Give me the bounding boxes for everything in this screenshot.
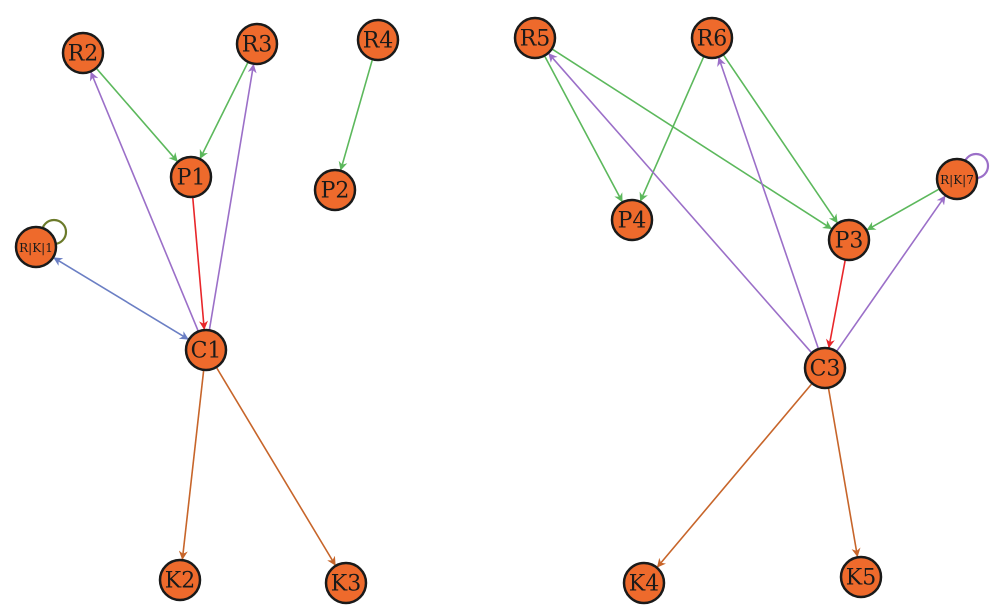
node-circle — [935, 157, 979, 201]
node-circle — [313, 168, 357, 212]
edge-c3-to-r5 — [548, 53, 812, 353]
node-r2: R2 — [61, 31, 105, 75]
edge-c1-to-r2 — [89, 71, 199, 331]
node-label: R5 — [520, 27, 551, 52]
node-circle — [184, 328, 228, 372]
edge-p1-to-c1 — [192, 197, 208, 330]
node-r6: R6 — [690, 16, 734, 60]
node-label: C1 — [191, 339, 222, 364]
node-circle — [803, 346, 847, 390]
edge-c3-to-riki7 — [836, 195, 946, 352]
edges-layer — [53, 48, 946, 568]
node-circle — [356, 18, 400, 62]
node-circle — [513, 16, 557, 60]
node-label: K5 — [846, 566, 876, 591]
node-label: C3 — [810, 357, 841, 382]
edge-c1-to-k2 — [178, 370, 205, 560]
edge-c3-to-k5 — [827, 388, 861, 558]
node-circle — [158, 558, 202, 602]
node-label: R6 — [697, 27, 728, 52]
node-label: P2 — [321, 179, 350, 204]
node-riki7: R|K|7 — [935, 157, 979, 201]
edge-c3-to-r6 — [717, 57, 819, 349]
node-circle — [14, 225, 58, 269]
node-c3: C3 — [803, 346, 847, 390]
node-p3: P3 — [827, 218, 871, 262]
node-circle — [827, 218, 871, 262]
edge-c3-to-k4 — [656, 383, 813, 568]
edge-c1-to-r3 — [208, 63, 257, 330]
node-r3: R3 — [235, 22, 279, 66]
node-label: P1 — [177, 166, 206, 191]
edge-p3-to-c3 — [825, 260, 846, 349]
node-k5: K5 — [839, 555, 883, 599]
node-circle — [61, 31, 105, 75]
node-circle — [622, 561, 666, 605]
node-k4: K4 — [622, 561, 666, 605]
node-riki1: R|K|1 — [14, 225, 58, 269]
edge-riki7-to-p3 — [866, 188, 940, 231]
edge-r3-to-p1 — [199, 62, 249, 160]
node-circle — [690, 16, 734, 60]
node-label: R|K|7 — [940, 173, 974, 187]
edge-r6-to-p4 — [639, 56, 705, 202]
node-label: R|K|1 — [19, 241, 53, 255]
edge-r5-to-p3 — [552, 48, 833, 230]
node-label: R2 — [68, 42, 99, 67]
node-circle — [839, 555, 883, 599]
node-r4: R4 — [356, 18, 400, 62]
node-k2: K2 — [158, 558, 202, 602]
node-p2: P2 — [313, 168, 357, 212]
node-c1: C1 — [184, 328, 228, 372]
edge-c1-to-k3 — [216, 367, 336, 566]
node-circle — [235, 22, 279, 66]
node-circle — [610, 198, 654, 242]
edge-r6-to-p3 — [723, 54, 838, 224]
edge-r5-to-p4 — [544, 56, 623, 203]
node-label: K4 — [629, 572, 659, 597]
node-label: P4 — [618, 209, 647, 234]
node-label: R3 — [242, 33, 273, 58]
node-p4: P4 — [610, 198, 654, 242]
edge-r2-to-p1 — [96, 68, 178, 162]
node-p1: P1 — [169, 155, 213, 199]
edge-riki1-to-c1 — [53, 257, 189, 340]
node-label: K2 — [165, 569, 195, 594]
node-label: K3 — [331, 572, 361, 597]
node-r5: R5 — [513, 16, 557, 60]
node-label: P3 — [835, 229, 864, 254]
node-k3: K3 — [324, 561, 368, 605]
edge-r4-to-p2 — [338, 59, 373, 171]
node-circle — [324, 561, 368, 605]
node-label: R4 — [363, 29, 394, 54]
node-circle — [169, 155, 213, 199]
